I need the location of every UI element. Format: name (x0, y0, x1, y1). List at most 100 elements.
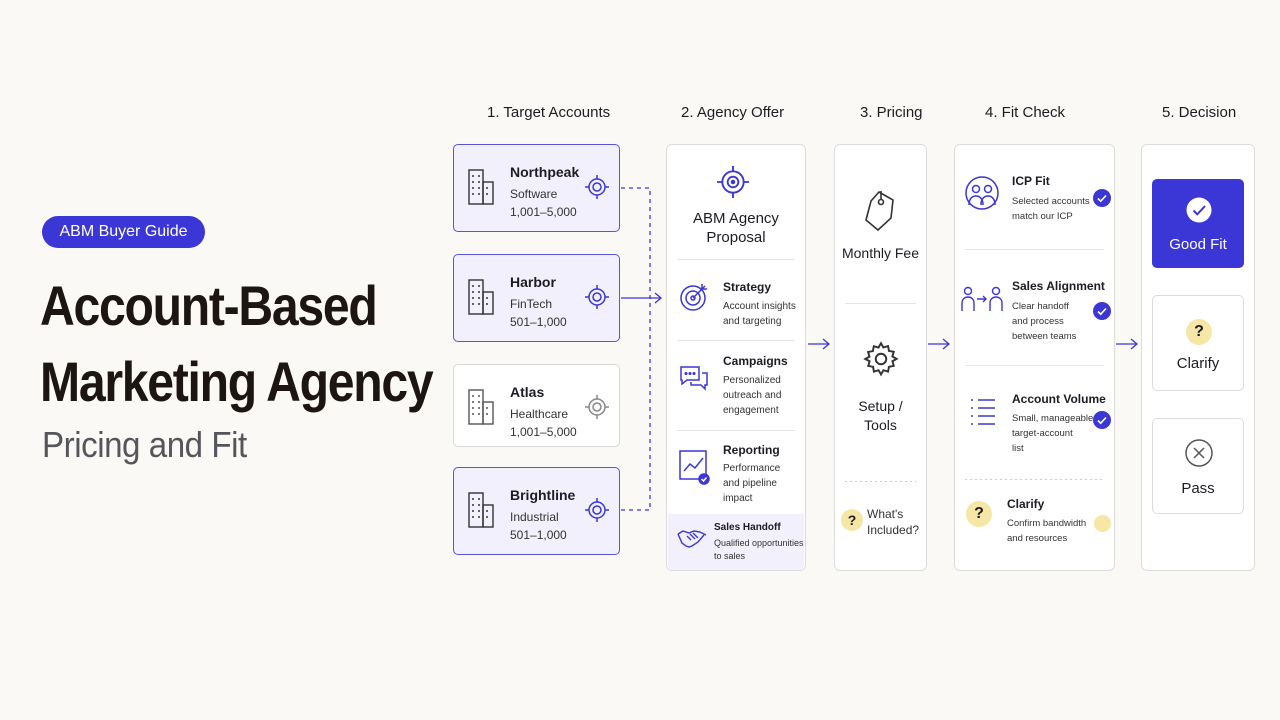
column-header-decision: 5. Decision (1162, 104, 1237, 121)
good-fit-option[interactable]: Good Fit (1152, 179, 1244, 268)
desc-line: to sales (714, 551, 746, 561)
monthly-fee-label: Monthly Fee (841, 245, 920, 261)
arrow-head-offer (654, 292, 663, 304)
setup-line-1: Setup / (858, 398, 903, 414)
building-icon (468, 492, 494, 528)
guide-badge: ABM Buyer Guide (42, 216, 205, 248)
decision-label: Good Fit (1169, 236, 1227, 253)
account-name: Harbor (510, 274, 556, 290)
offer-section-desc: Performance and pipeline impact (723, 461, 780, 506)
column-header-pricing: 3. Pricing (860, 104, 923, 121)
whats-included-label: What's Included? (867, 506, 919, 538)
handoff-people-icon (961, 286, 1003, 311)
fit-desc: Clear handoff and process between teams (1012, 299, 1076, 344)
building-icon (468, 389, 494, 425)
check-icon (1093, 411, 1111, 429)
agency-offer-card: ABM Agency Proposal Strategy Account ins… (666, 144, 806, 571)
fit-check-card: ICP Fit Selected accounts match our ICP … (954, 144, 1115, 571)
title-line-1: Account-Based (40, 274, 378, 337)
clarify-option[interactable]: ? Clarify (1152, 295, 1244, 391)
price-tag-icon (865, 190, 894, 232)
question-icon: ? (1186, 319, 1212, 345)
offer-section-title: Campaigns (723, 354, 788, 368)
account-industry: Software (510, 187, 558, 201)
desc-line: between teams (1012, 331, 1077, 342)
desc-line: Account insights (723, 301, 796, 312)
dashed-account-connector (621, 187, 651, 511)
column-header-target-accounts: 1. Target Accounts (487, 104, 611, 121)
desc-line: Confirm bandwidth (1007, 518, 1087, 529)
account-card-northpeak[interactable]: Northpeak Software 1,001–5,000 (453, 144, 620, 232)
question-icon: ? (966, 501, 992, 527)
offer-title: ABM Agency Proposal (667, 209, 805, 247)
offer-title-line-1: ABM Agency (693, 210, 779, 227)
divider (677, 430, 795, 431)
included-line-1: What's (867, 507, 904, 521)
strategy-target-icon (680, 284, 707, 311)
account-industry: Healthcare (510, 407, 569, 421)
dashed-divider (845, 481, 916, 482)
list-icon (971, 399, 995, 425)
offer-section-title: Strategy (723, 280, 772, 294)
sales-handoff-section: Sales Handoff Qualified opportunities to… (668, 514, 804, 570)
fit-desc: Confirm bandwidth and resources (1007, 516, 1086, 546)
decision-label: Clarify (1176, 355, 1220, 372)
offer-section-title: Sales Handoff (714, 522, 781, 533)
divider (965, 365, 1104, 366)
desc-line: target-account (1012, 428, 1073, 439)
page-subtitle: Pricing and Fit (42, 424, 247, 465)
account-industry: FinTech (510, 297, 553, 311)
title-line-2: Marketing Agency (40, 350, 434, 413)
account-card-harbor[interactable]: Harbor FinTech 501–1,000 (453, 254, 620, 342)
fit-title: Sales Alignment (1012, 279, 1105, 293)
pass-option[interactable]: Pass (1152, 418, 1244, 514)
arrow-pricing-to-fit (928, 338, 951, 350)
dashed-divider (965, 479, 1104, 480)
desc-line: match our ICP (1012, 211, 1073, 222)
desc-line: Performance (723, 463, 781, 474)
arrow-offer-to-pricing (808, 338, 831, 350)
team-target-icon (965, 176, 999, 210)
offer-section-desc: Personalized outreach and engagement (723, 373, 781, 418)
offer-section-title: Reporting (723, 443, 780, 457)
account-employees: 1,001–5,000 (510, 205, 577, 219)
check-icon (1093, 189, 1111, 207)
report-chart-icon (679, 450, 710, 485)
handshake-icon (677, 530, 707, 548)
chat-bubbles-icon (680, 366, 708, 391)
check-icon (1093, 302, 1111, 320)
desc-line: Clear handoff (1012, 301, 1069, 312)
target-icon (585, 498, 609, 522)
fit-desc: Selected accounts match our ICP (1012, 194, 1090, 224)
account-employees: 501–1,000 (510, 315, 567, 329)
included-line-2: Included? (867, 523, 920, 537)
gear-icon (863, 341, 899, 377)
decision-label: Pass (1181, 480, 1215, 497)
desc-line: engagement (723, 405, 779, 416)
pending-dot (1094, 515, 1111, 532)
desc-line: Small, manageable (1012, 413, 1094, 424)
account-name: Northpeak (510, 164, 580, 180)
desc-line: list (1012, 443, 1024, 454)
pricing-card: Monthly Fee Setup / Tools ? What's Inclu… (834, 144, 927, 571)
setup-tools-label: Setup / Tools (835, 397, 926, 435)
target-icon (585, 395, 609, 419)
building-icon (468, 279, 494, 315)
account-card-atlas[interactable]: Atlas Healthcare 1,001–5,000 (453, 364, 620, 447)
desc-line: outreach and (723, 390, 782, 401)
building-icon (468, 169, 494, 205)
x-circle-icon (1185, 439, 1213, 467)
account-card-brightline[interactable]: Brightline Industrial 501–1,000 (453, 467, 620, 555)
divider (965, 249, 1104, 250)
desc-line: and resources (1007, 533, 1068, 544)
target-icon (717, 166, 749, 198)
target-icon (585, 285, 609, 309)
desc-line: Selected accounts (1012, 196, 1090, 207)
offer-title-line-2: Proposal (706, 229, 766, 246)
setup-line-2: Tools (864, 417, 897, 433)
account-employees: 501–1,000 (510, 528, 567, 542)
desc-line: Personalized (723, 375, 781, 386)
desc-line: and pipeline (723, 478, 777, 489)
page-title: Account-Based Marketing Agency (40, 268, 434, 420)
